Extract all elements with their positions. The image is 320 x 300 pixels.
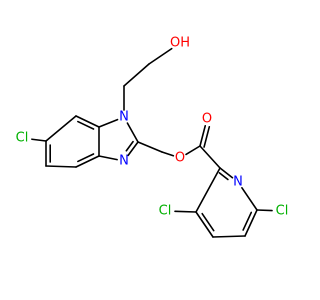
bond-p3-cl3 xyxy=(174,210,197,213)
bond-c2-n3-second-line xyxy=(125,140,134,152)
bond-p4-p3-second-line xyxy=(201,212,215,232)
atom-label-oc: O xyxy=(202,112,212,127)
bond-c7a-n1 xyxy=(98,118,119,128)
atom-label-cl2: Cl xyxy=(276,204,289,219)
bond-n3-c3a xyxy=(98,155,118,161)
bond-p2-pn-second-line xyxy=(218,172,229,181)
bond-cc-p2 xyxy=(199,145,221,169)
bond-p6-p5-second-line xyxy=(242,211,253,231)
bond-p3-p2 xyxy=(195,167,221,213)
atom-label-n1: N xyxy=(119,110,129,125)
atom-label-cl1: Cl xyxy=(16,131,29,146)
bond-p4-p3 xyxy=(195,211,214,238)
bond-p2-pn xyxy=(219,167,234,179)
bond-pn-p6 xyxy=(241,186,258,211)
bond-c2-n3 xyxy=(127,141,139,157)
atom-label-n3: N xyxy=(119,154,129,169)
bond-cl1-c6 xyxy=(31,138,47,142)
bond-c4-c3a-second-line xyxy=(77,153,95,163)
atom-label-oe: O xyxy=(175,151,185,166)
bond-cc-oc-second-line xyxy=(203,126,211,148)
atom-label-pn: N xyxy=(233,175,243,190)
bond-c7-c6 xyxy=(45,115,77,142)
bond-cc-oc xyxy=(199,124,207,147)
bond-ch2a-ch2b xyxy=(123,63,150,87)
bond-c7a-c7 xyxy=(75,115,100,128)
bond-p6-cl2 xyxy=(256,209,273,212)
bond-p6-p5 xyxy=(244,209,258,237)
bond-layer xyxy=(31,47,273,238)
bond-ch2b-oh xyxy=(148,47,173,65)
bond-c5-c4 xyxy=(45,165,77,168)
bond-c2-ch2o xyxy=(137,141,163,153)
bond-c7a-c7-second-line xyxy=(77,120,95,130)
atom-label-cl3: Cl xyxy=(159,204,172,219)
atom-label-oh: OH xyxy=(170,36,190,51)
bond-p5-p4 xyxy=(212,235,246,238)
bond-n1-c2 xyxy=(126,122,139,143)
bond-ch2o-oe xyxy=(161,151,175,157)
bond-oe-cc xyxy=(185,145,201,156)
bond-c4-c3a xyxy=(75,155,100,168)
